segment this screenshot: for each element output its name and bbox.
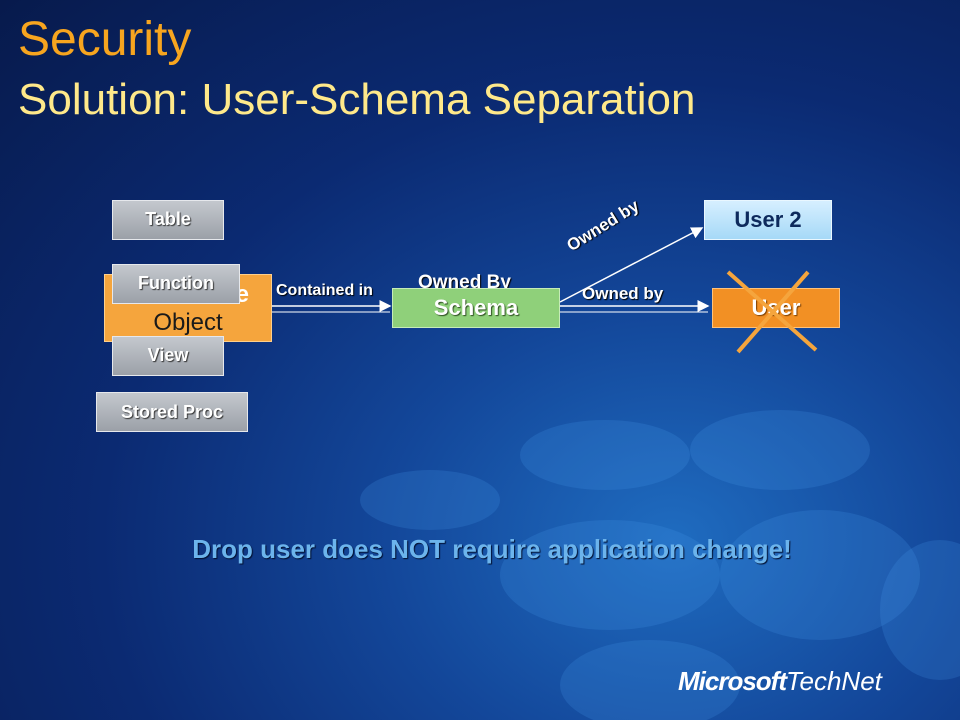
slide-subtitle: Solution: User-Schema Separation — [18, 75, 696, 124]
object-label-b: Object — [153, 309, 223, 336]
owned-by-user-label: Owned by — [582, 284, 664, 303]
contained-in-label: Contained in — [276, 282, 373, 299]
slide-caption: Drop user does NOT require application c… — [192, 534, 792, 564]
slide-title: Security — [18, 13, 192, 66]
object-type-function: Function — [112, 264, 240, 304]
background-blob — [500, 520, 720, 630]
schema-box: Schema — [392, 288, 560, 328]
schema-owned-by-label: Owned By — [418, 272, 511, 293]
background-blob — [690, 410, 870, 490]
background-blob — [520, 420, 690, 490]
background-blob — [560, 640, 740, 720]
logo-brand: Microsoft — [678, 666, 787, 696]
object-type-stored-proc: Stored Proc — [96, 392, 248, 432]
logo-product: TechNet — [786, 666, 882, 696]
object-type-table: Table — [112, 200, 224, 240]
object-type-view: View — [112, 336, 224, 376]
background-blob — [720, 510, 920, 640]
owned-by-user2-arrow — [559, 227, 704, 303]
user2-box: User 2 — [704, 200, 832, 240]
microsoft-technet-logo: MicrosoftTechNet — [678, 666, 882, 697]
background-blob — [360, 470, 500, 530]
